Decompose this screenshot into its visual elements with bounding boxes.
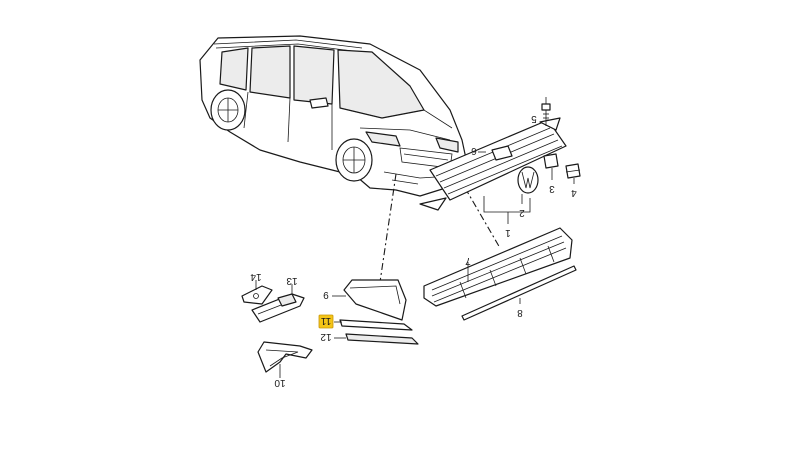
callout-1[interactable]: 1 [505,227,511,238]
callout-7[interactable]: 7 [465,255,471,266]
bracket-part [565,163,581,179]
callout-5[interactable]: 5 [531,113,537,124]
leader-lines [255,97,575,378]
trim-strip [461,265,577,321]
mounting-bracket [241,285,273,305]
callout-11-highlight [318,314,334,329]
clip-part [543,153,559,169]
trim-piece [251,293,305,323]
callout-2[interactable]: 2 [519,207,525,218]
callout-12[interactable]: 12 [320,331,332,342]
front-wheel [335,138,373,182]
callout-labels: 1 2 3 4 5 6 7 8 9 10 11 12 13 14 [250,113,577,388]
callout-10[interactable]: 10 [274,377,286,388]
callout-13[interactable]: 13 [286,275,298,286]
callout-3[interactable]: 3 [549,183,555,194]
callout-4[interactable]: 4 [571,187,577,198]
callout-8[interactable]: 8 [517,307,523,318]
fog-light-frame [257,341,313,373]
callout-14[interactable]: 14 [250,271,262,282]
fog-light-cover [343,279,407,321]
rear-wheel [210,89,246,131]
lower-grille [423,227,573,307]
seal-strip [345,333,419,345]
moulding-strip [339,319,413,331]
car-illustration [199,35,469,197]
callout-11[interactable]: 11 [320,315,331,326]
callout-9[interactable]: 9 [323,289,329,300]
emblem [491,145,539,194]
callout-6[interactable]: 6 [471,145,477,156]
